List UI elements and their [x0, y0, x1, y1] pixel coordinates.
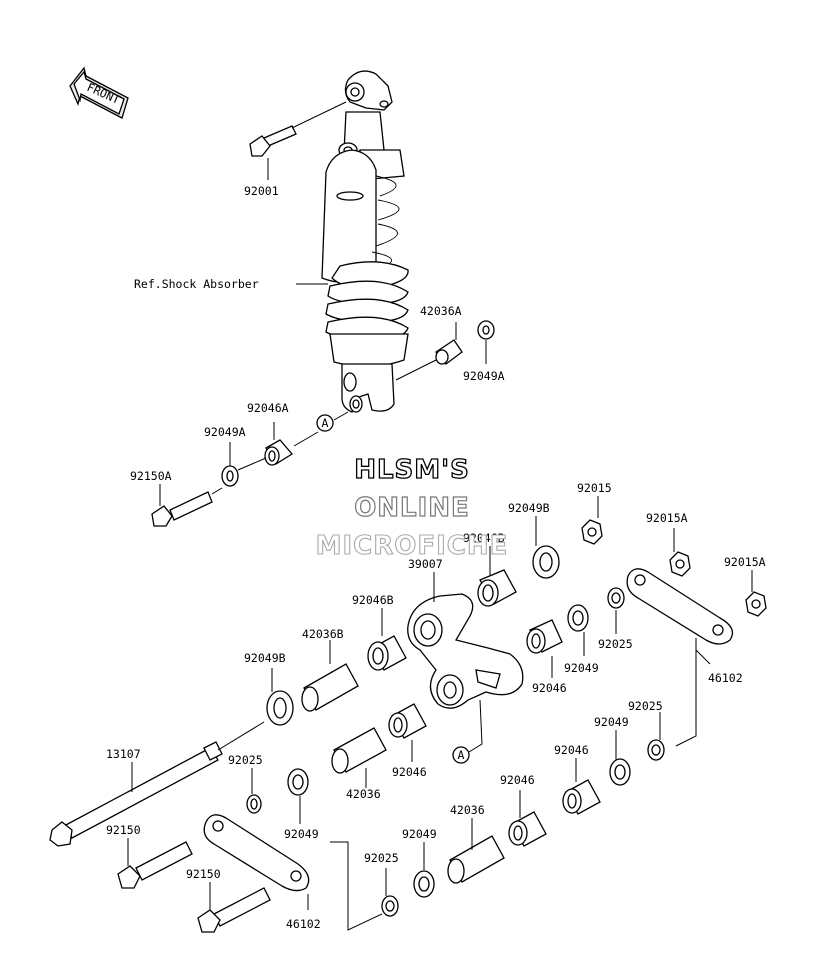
- front-arrow-icon: FRONT: [69, 66, 129, 119]
- bearing-92046b-top: [477, 546, 517, 607]
- part-label: 92150: [186, 867, 221, 881]
- bearing-92046-lower: [508, 790, 547, 847]
- part-label: 42036: [450, 803, 485, 817]
- washer-92049-lower: [413, 842, 435, 898]
- part-label: 92025: [364, 851, 399, 865]
- washer-92049-r2: [609, 730, 631, 786]
- callout-a-text: A: [458, 748, 465, 762]
- watermark: HLSM'S ONLINE MICROFICHE: [315, 454, 509, 561]
- part-label: 46102: [708, 671, 743, 685]
- bolt-92001: [249, 101, 347, 180]
- part-label: 92046B: [463, 531, 505, 545]
- part-label: 92049: [284, 827, 319, 841]
- part-label: 92015A: [646, 511, 688, 525]
- part-label: 39007: [408, 557, 443, 571]
- nut-92015a-2: [745, 570, 767, 617]
- collar-42036-lower: [447, 818, 505, 884]
- part-labels: 92001 42036A 92049A 92046A 92049A 92150A…: [106, 184, 766, 931]
- part-label: 92046B: [352, 593, 394, 607]
- watermark-line-2: ONLINE: [354, 493, 470, 523]
- bolt-92150-2: [197, 882, 271, 933]
- washer-92025-right: [607, 587, 625, 634]
- part-label: 92049B: [508, 501, 550, 515]
- part-label: 92049A: [463, 369, 505, 383]
- part-label: 92025: [598, 637, 633, 651]
- bearing-92046-r2: [562, 758, 601, 815]
- washer-92049a-right: [477, 320, 495, 364]
- washer-92049b-top: [532, 516, 560, 579]
- part-label: 92046: [554, 743, 589, 757]
- part-label: 92025: [628, 699, 663, 713]
- washer-92049-left: [287, 768, 309, 824]
- bearing-92046-mid: [526, 619, 563, 678]
- part-label: 92049: [564, 661, 599, 675]
- tie-rod-46102-right: [626, 568, 734, 747]
- part-label: 92001: [244, 184, 279, 198]
- ref-shock-absorber-label: Ref.Shock Absorber: [134, 277, 259, 291]
- part-label: 92015A: [724, 555, 766, 569]
- part-label: 92049: [594, 715, 629, 729]
- part-label: 92049B: [244, 651, 286, 665]
- shock-absorber: [321, 70, 409, 413]
- part-label: 92150A: [130, 469, 172, 483]
- bearing-92046-center: [388, 703, 427, 762]
- washer-92025-lower: [381, 868, 399, 917]
- tie-rod-46102-left: [203, 814, 383, 931]
- washer-92049-mid: [567, 604, 589, 656]
- collar-42036: [331, 727, 387, 788]
- part-label: 42036A: [420, 304, 462, 318]
- part-label: 92150: [106, 823, 141, 837]
- part-label: 92046: [392, 765, 427, 779]
- watermark-line-3: MICROFICHE: [316, 531, 509, 561]
- part-label: 92046: [532, 681, 567, 695]
- part-label: 42036: [346, 787, 381, 801]
- part-label: 92025: [228, 753, 263, 767]
- nut-92015a-1: [669, 528, 691, 577]
- collar-42036b: [301, 640, 359, 712]
- callout-a-bottom: A: [452, 746, 470, 764]
- washer-92049b: [266, 668, 294, 726]
- rocker-arm-39007: [407, 572, 524, 709]
- bolt-92150a: [151, 484, 213, 527]
- bearing-92046b: [367, 608, 407, 671]
- washer-92025-r2: [647, 712, 665, 761]
- part-label: 92015: [577, 481, 612, 495]
- washer-92049a-left: [221, 442, 239, 487]
- callout-a-text: A: [322, 416, 329, 430]
- callout-a-top: A: [316, 414, 334, 432]
- bolt-92150-1: [117, 838, 193, 889]
- bearing-92046a: [264, 422, 293, 466]
- collar-42036a: [435, 322, 463, 365]
- part-label: 46102: [286, 917, 321, 931]
- shaft-13107: [49, 721, 265, 847]
- part-label: 92049A: [204, 425, 246, 439]
- part-label: 42036B: [302, 627, 344, 641]
- nut-92015: [581, 496, 603, 545]
- watermark-line-1: HLSM'S: [354, 455, 470, 485]
- part-label: 92046: [500, 773, 535, 787]
- part-label: 92049: [402, 827, 437, 841]
- washer-92025-left: [246, 768, 262, 814]
- part-label: 13107: [106, 747, 141, 761]
- part-label: 92046A: [247, 401, 289, 415]
